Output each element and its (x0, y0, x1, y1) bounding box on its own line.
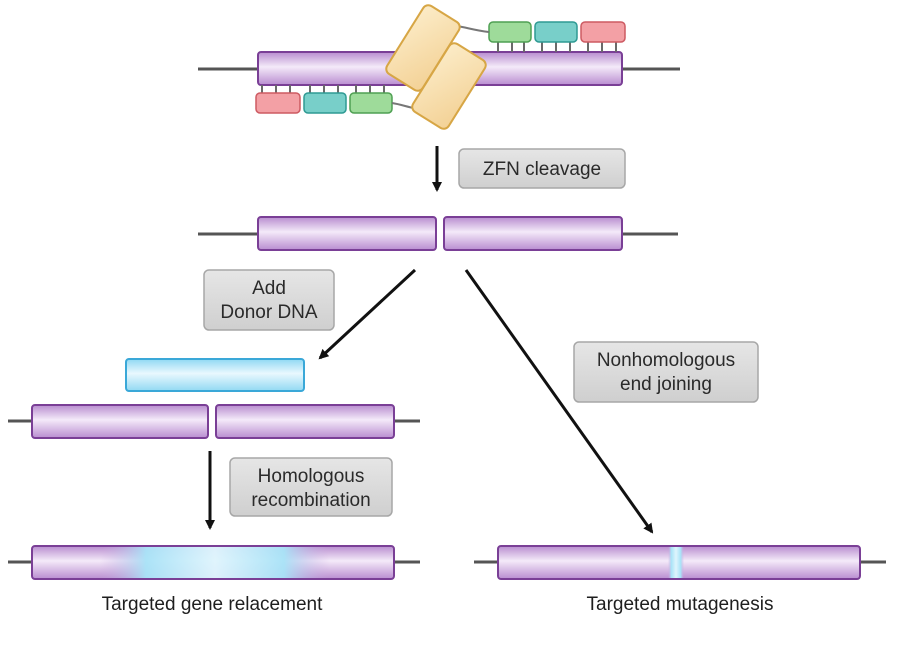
zinc-finger-red-top (580, 21, 626, 43)
zinc-finger-array-bottom (255, 85, 425, 114)
dna-fragment-right (215, 404, 395, 439)
zinc-finger-teal-bottom (303, 92, 347, 114)
finger-stems-bottom (261, 85, 385, 93)
label-box (229, 457, 393, 517)
finger-stems-top (497, 42, 617, 52)
zinc-finger-array-top (445, 21, 626, 52)
zinc-finger-red-bottom (255, 92, 301, 114)
label-homologous-recombination: Homologous recombination (229, 457, 393, 517)
cleaved-dna (198, 216, 678, 251)
donor-dna-fragment (125, 358, 305, 392)
label-nhej: Nonhomologous end joining (573, 341, 759, 403)
label-add-donor: Add Donor DNA (203, 269, 335, 331)
zinc-finger-green-bottom (349, 92, 393, 114)
dna-fragment-left (257, 216, 437, 251)
label-box (573, 341, 759, 403)
label-text-line1: Nonhomologous (597, 350, 735, 371)
donor-dna (125, 358, 305, 392)
nuclease-domain-bottom (411, 42, 487, 130)
donor-sequence-insert (100, 547, 330, 578)
outcome-mutagenesis: Targeted mutagenesis (474, 545, 886, 615)
label-zfn-cleavage: ZFN cleavage (458, 148, 626, 189)
zfn-complex (198, 4, 680, 130)
zinc-finger-green-top (488, 21, 532, 43)
label-box (458, 148, 626, 189)
label-text-line2: end joining (620, 374, 712, 395)
label-text-line1: Add (252, 278, 286, 299)
label-text: ZFN cleavage (483, 159, 601, 180)
outcome-gene-replacement: Targeted gene relacement (8, 545, 420, 615)
outcome-caption-right: Targeted mutagenesis (587, 594, 774, 615)
arrow-to-nhej (464, 269, 654, 534)
outcome-caption-left: Targeted gene relacement (102, 594, 323, 615)
dna-fragment-left (31, 404, 209, 439)
arrow-to-donor (318, 268, 417, 360)
cleaved-dna-with-donor (8, 404, 420, 439)
zinc-finger-teal-top (534, 21, 578, 43)
dna-fragment-right (443, 216, 623, 251)
label-text-line2: Donor DNA (220, 302, 317, 323)
label-text-line1: Homologous (258, 466, 365, 487)
label-box (203, 269, 335, 331)
label-text-line2: recombination (251, 490, 370, 511)
indel-mark (668, 547, 684, 578)
